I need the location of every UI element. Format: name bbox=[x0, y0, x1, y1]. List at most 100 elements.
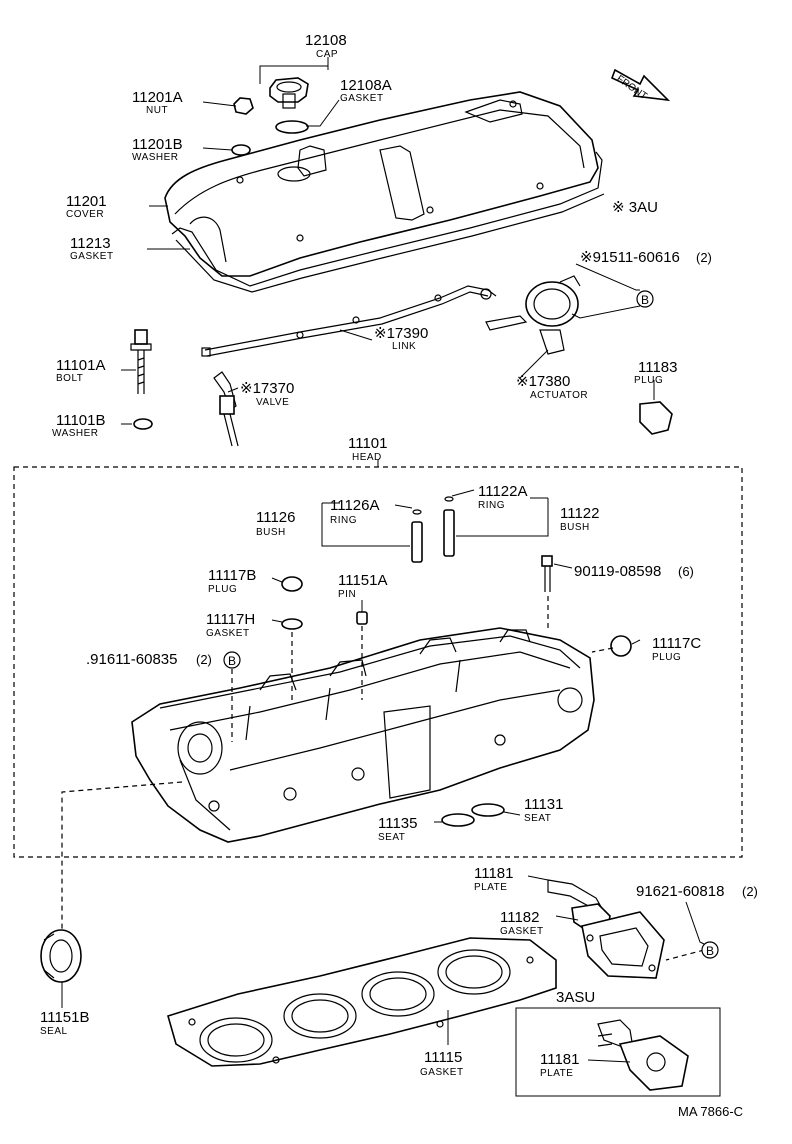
label-12108a-num: 12108A bbox=[340, 77, 392, 94]
label-91511-qty: (2) bbox=[696, 250, 712, 265]
label-17380-num: ※17380 bbox=[516, 373, 570, 390]
label-11201-num: 11201 bbox=[66, 193, 107, 210]
label-11117c-num: 11117C bbox=[652, 635, 701, 652]
label-11181-name: PLATE bbox=[474, 882, 507, 893]
label-17370-num: ※17370 bbox=[240, 380, 294, 397]
plug-11183-part bbox=[639, 401, 673, 435]
gasket-11182-part bbox=[581, 911, 665, 979]
label-11117b-name: PLUG bbox=[208, 584, 237, 595]
head-gasket-part bbox=[167, 937, 557, 1067]
label-11131-num: 11131 bbox=[524, 796, 564, 813]
label-11115-num: 11115 bbox=[424, 1049, 462, 1066]
label-11117h-name: GASKET bbox=[206, 628, 250, 639]
label-3au-marker: ※ 3AU bbox=[612, 199, 658, 216]
washer-11101b-part bbox=[133, 418, 153, 430]
label-17390-name: LINK bbox=[392, 341, 416, 352]
seal-part bbox=[40, 929, 82, 983]
label-11101b-name: WASHER bbox=[52, 428, 99, 439]
seat-11135-part bbox=[441, 813, 475, 827]
label-11182-num: 11182 bbox=[500, 909, 540, 926]
label-11135-name: SEAT bbox=[378, 832, 405, 843]
cover-gasket-part bbox=[171, 151, 605, 293]
label-11201a-name: NUT bbox=[146, 105, 168, 116]
label-12108a-name: GASKET bbox=[340, 93, 384, 104]
label-91621-qty: (2) bbox=[742, 884, 758, 899]
label-12108-num: 12108 bbox=[305, 32, 347, 49]
label-11115-name: GASKET bbox=[420, 1067, 464, 1078]
label-11122-num: 11122 bbox=[560, 505, 600, 522]
label-11101a-num: 11101A bbox=[56, 357, 106, 374]
label-11201b-name: WASHER bbox=[132, 152, 179, 163]
gasket-11117h-part bbox=[281, 618, 303, 630]
pin-part bbox=[356, 611, 368, 625]
label-11131-name: SEAT bbox=[524, 813, 551, 824]
label-3asu-11181-num: 11181 bbox=[540, 1051, 580, 1068]
label-11101-num: 11101 bbox=[348, 435, 388, 452]
label-17370-name: VALVE bbox=[256, 397, 289, 408]
label-11101b-num: 11101B bbox=[56, 412, 106, 429]
label-11213-num: 11213 bbox=[70, 235, 111, 252]
link-part bbox=[201, 285, 497, 357]
label-11183-name: PLUG bbox=[634, 375, 663, 386]
cylinder-head-part bbox=[131, 627, 595, 843]
label-11151b-num: 11151B bbox=[40, 1009, 90, 1026]
nut-part bbox=[233, 97, 254, 115]
ref-circle-b-plate: B bbox=[701, 941, 719, 959]
label-11126-name: BUSH bbox=[256, 527, 286, 538]
bush-11126-part bbox=[411, 509, 423, 563]
label-11201b-num: 11201B bbox=[132, 136, 183, 153]
ref-circle-b-head: B bbox=[223, 651, 241, 669]
ref-circle-b-actuator: B bbox=[636, 290, 654, 308]
label-11101-name: HEAD bbox=[352, 452, 382, 463]
plug-11117b-part bbox=[281, 576, 303, 592]
label-90119-num: 90119-08598 bbox=[574, 563, 661, 580]
label-11122a-name: RING bbox=[478, 500, 505, 511]
label-3asu-11181-name: PLATE bbox=[540, 1068, 573, 1079]
valve-part bbox=[213, 371, 239, 447]
label-11117h-num: 11117H bbox=[206, 611, 255, 628]
label-11151a-name: PIN bbox=[338, 589, 356, 600]
label-17380-name: ACTUATOR bbox=[530, 390, 588, 401]
cover-part bbox=[164, 91, 599, 277]
label-11126a-num: 11126A bbox=[330, 497, 380, 514]
label-11101a-name: BOLT bbox=[56, 373, 83, 384]
plate-3asu-part bbox=[597, 1019, 689, 1091]
bolt-90119-part bbox=[541, 555, 553, 592]
svg-text:B: B bbox=[641, 293, 649, 307]
label-11181-num: 11181 bbox=[474, 865, 514, 882]
label-3asu-marker: 3ASU bbox=[556, 989, 595, 1006]
svg-text:B: B bbox=[706, 944, 714, 958]
plug-11117c-part bbox=[610, 635, 632, 657]
label-11182-name: GASKET bbox=[500, 926, 544, 937]
label-11117c-name: PLUG bbox=[652, 652, 681, 663]
label-11151b-name: SEAL bbox=[40, 1026, 68, 1037]
actuator-part bbox=[485, 275, 581, 355]
figure-code: MA 7866-C bbox=[678, 1104, 743, 1119]
label-91611-qty: (2) bbox=[196, 652, 212, 667]
label-11183-num: 11183 bbox=[638, 359, 678, 376]
label-11122-name: BUSH bbox=[560, 522, 590, 533]
label-90119-qty: (6) bbox=[678, 564, 694, 579]
seat-11131-part bbox=[471, 803, 505, 817]
label-11151a-num: 11151A bbox=[338, 572, 388, 589]
label-91511-num: ※91511-60616 bbox=[580, 249, 680, 266]
bush-11122-part bbox=[443, 496, 455, 557]
label-91611-num: .91611-60835 bbox=[86, 651, 177, 668]
label-11126-num: 11126 bbox=[256, 509, 296, 526]
leader-lines bbox=[61, 57, 705, 1063]
cap-part bbox=[269, 77, 309, 109]
bolt-part bbox=[130, 329, 152, 394]
label-11122a-num: 11122A bbox=[478, 483, 528, 500]
label-11117b-num: 11117B bbox=[208, 567, 256, 584]
label-11126a-name: RING bbox=[330, 515, 357, 526]
cap-gasket-part bbox=[275, 120, 309, 134]
label-11201a-num: 11201A bbox=[132, 89, 183, 106]
label-12108-name: CAP bbox=[316, 49, 338, 60]
label-17390-num: ※17390 bbox=[374, 325, 428, 342]
label-11201-name: COVER bbox=[66, 209, 104, 220]
label-11135-num: 11135 bbox=[378, 815, 418, 832]
svg-text:B: B bbox=[228, 654, 236, 668]
label-91621-num: 91621-60818 bbox=[636, 883, 724, 900]
front-arrow bbox=[610, 68, 671, 102]
